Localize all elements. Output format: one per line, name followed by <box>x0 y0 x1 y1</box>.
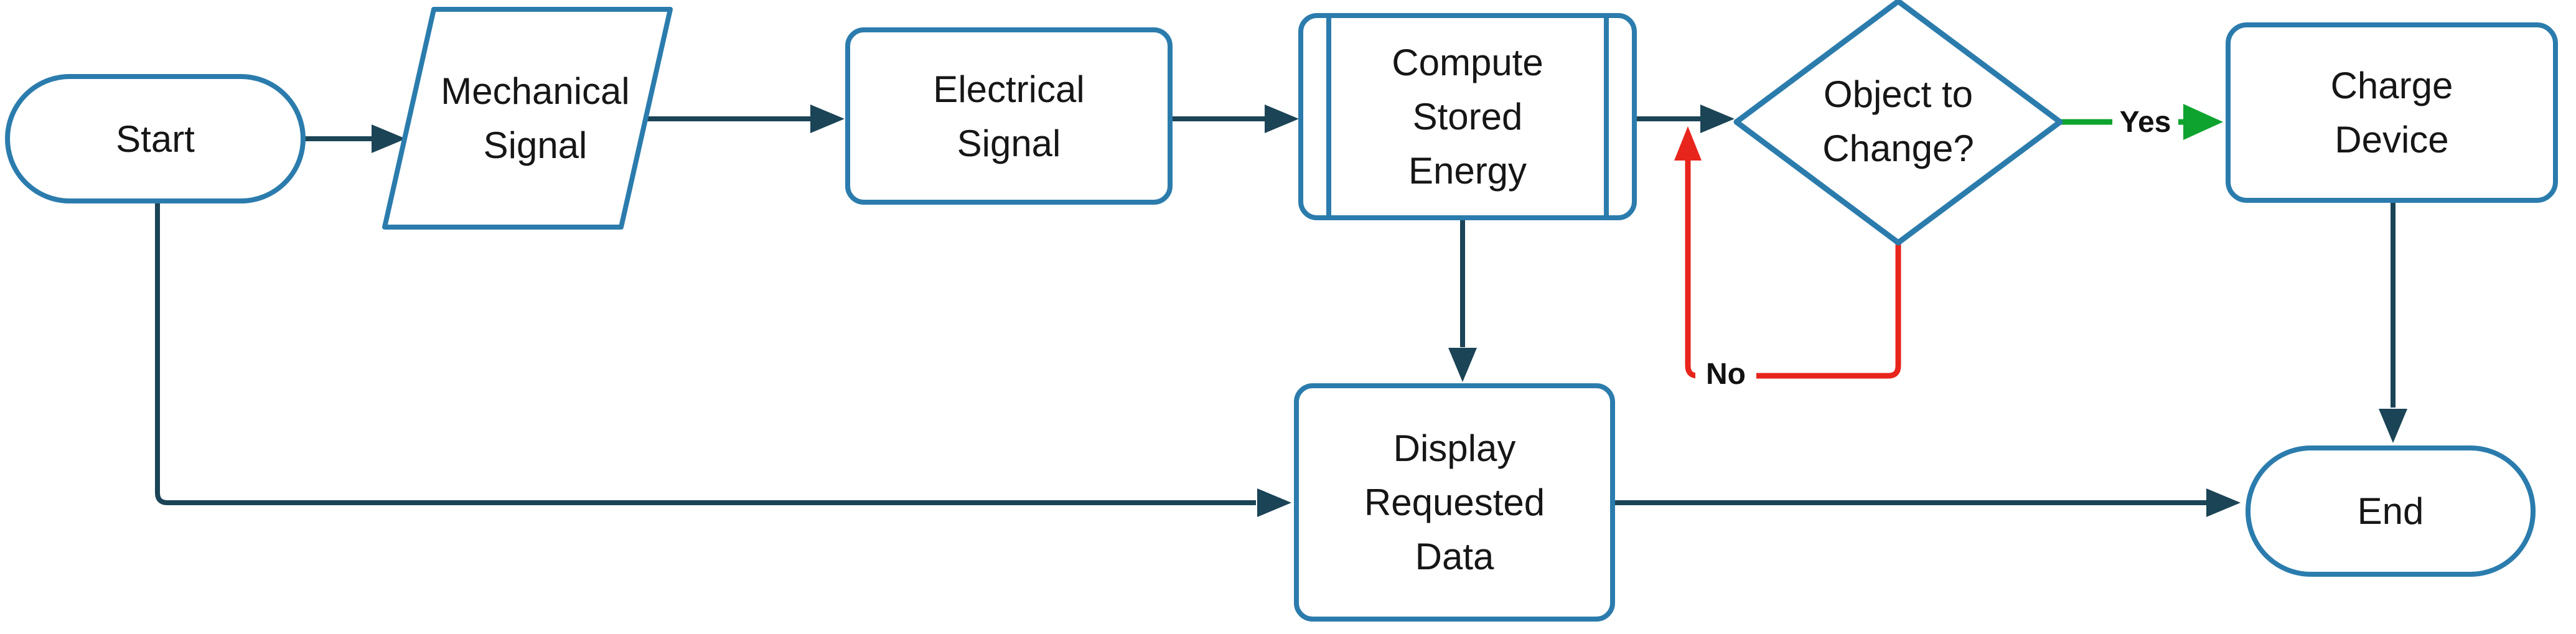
edge-start-to-display <box>155 201 1291 517</box>
node-compute-stored-energy-shape <box>1298 13 1637 220</box>
edge-decision-to-charge-yes <box>2060 104 2223 140</box>
arrowhead-compute-to-decision <box>1700 105 1735 133</box>
node-display-requested-data-shape <box>1294 383 1615 622</box>
edge-decision-loop-no <box>1674 126 1901 379</box>
node-mechanical-signal-shape <box>382 7 673 230</box>
edge-compute-to-display <box>1448 218 1477 382</box>
arrowhead-mechanical-to-electrical <box>810 105 845 133</box>
node-start-shape <box>5 74 306 203</box>
edge-charge-to-end <box>2379 200 2407 443</box>
arrowhead-start-to-mechanical <box>372 124 406 153</box>
arrowhead-charge-to-end <box>2379 409 2407 443</box>
edge-electrical-to-compute <box>1170 105 1299 133</box>
edge-compute-to-decision <box>1634 105 1735 133</box>
node-electrical-signal-shape <box>845 27 1173 205</box>
arrowhead-decision-loop-no <box>1674 126 1702 161</box>
node-charge-device-shape <box>2226 22 2558 203</box>
arrowhead-electrical-to-compute <box>1265 105 1299 133</box>
edge-mechanical-to-electrical <box>645 105 845 133</box>
arrowhead-compute-to-display <box>1448 348 1477 382</box>
arrowhead-decision-to-charge-yes <box>2183 104 2223 140</box>
arrowhead-start-to-display <box>1257 488 1291 517</box>
arrowhead-display-to-end <box>2206 488 2241 517</box>
node-end-shape <box>2246 445 2536 577</box>
node-object-to-change-shape <box>1733 0 2063 246</box>
edge-start-to-mechanical <box>303 124 406 153</box>
edge-display-to-end <box>1613 488 2241 517</box>
